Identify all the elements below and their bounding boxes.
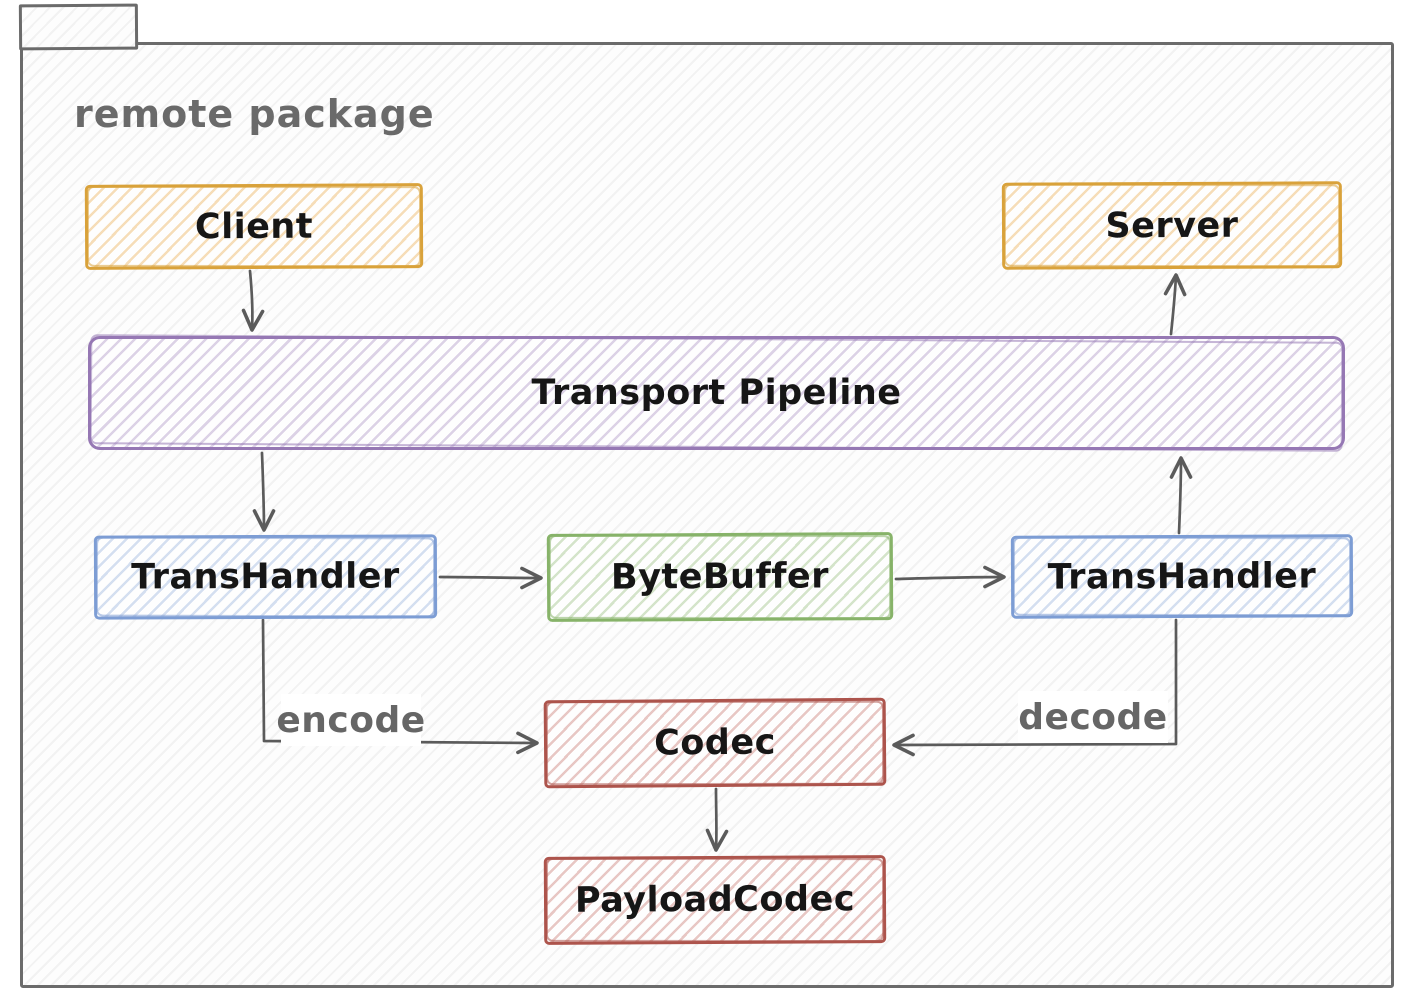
node-transhandler-right: TransHandler [1010, 534, 1354, 619]
node-transport-pipeline: Transport Pipeline [88, 336, 1345, 450]
node-codec: Codec [543, 697, 887, 789]
node-payloadcodec: PayloadCodec [543, 855, 887, 945]
package-tab [18, 3, 139, 51]
edge-label-encode: encode [276, 694, 425, 746]
node-client: Client [84, 183, 424, 270]
node-transhandler-left: TransHandler [93, 534, 438, 620]
edge-label-decode: decode [1018, 691, 1168, 743]
node-server: Server [1001, 181, 1343, 270]
package-label: remote package [74, 92, 435, 136]
node-bytebuffer: ByteBuffer [546, 532, 894, 622]
